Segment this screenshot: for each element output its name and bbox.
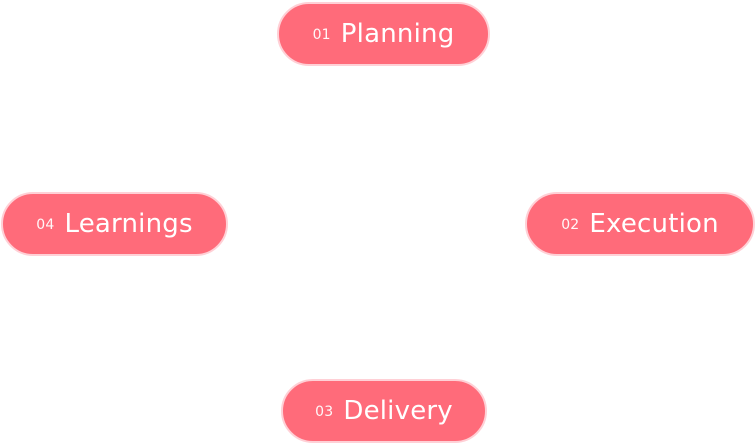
stage-pill-learnings[interactable]: 04 Learnings [1, 192, 228, 256]
stage-label: Planning [340, 19, 455, 49]
stage-label: Learnings [64, 209, 193, 239]
stage-pill-execution[interactable]: 02 Execution [525, 192, 755, 256]
stage-number: 01 [312, 27, 331, 43]
stage-label: Execution [589, 209, 719, 239]
stage-pill-planning[interactable]: 01 Planning [277, 2, 490, 66]
stage-number: 04 [36, 217, 55, 233]
stage-label: Delivery [343, 396, 453, 426]
stage-pill-delivery[interactable]: 03 Delivery [281, 379, 487, 443]
stage-number: 03 [315, 404, 334, 420]
stage-number: 02 [561, 217, 580, 233]
